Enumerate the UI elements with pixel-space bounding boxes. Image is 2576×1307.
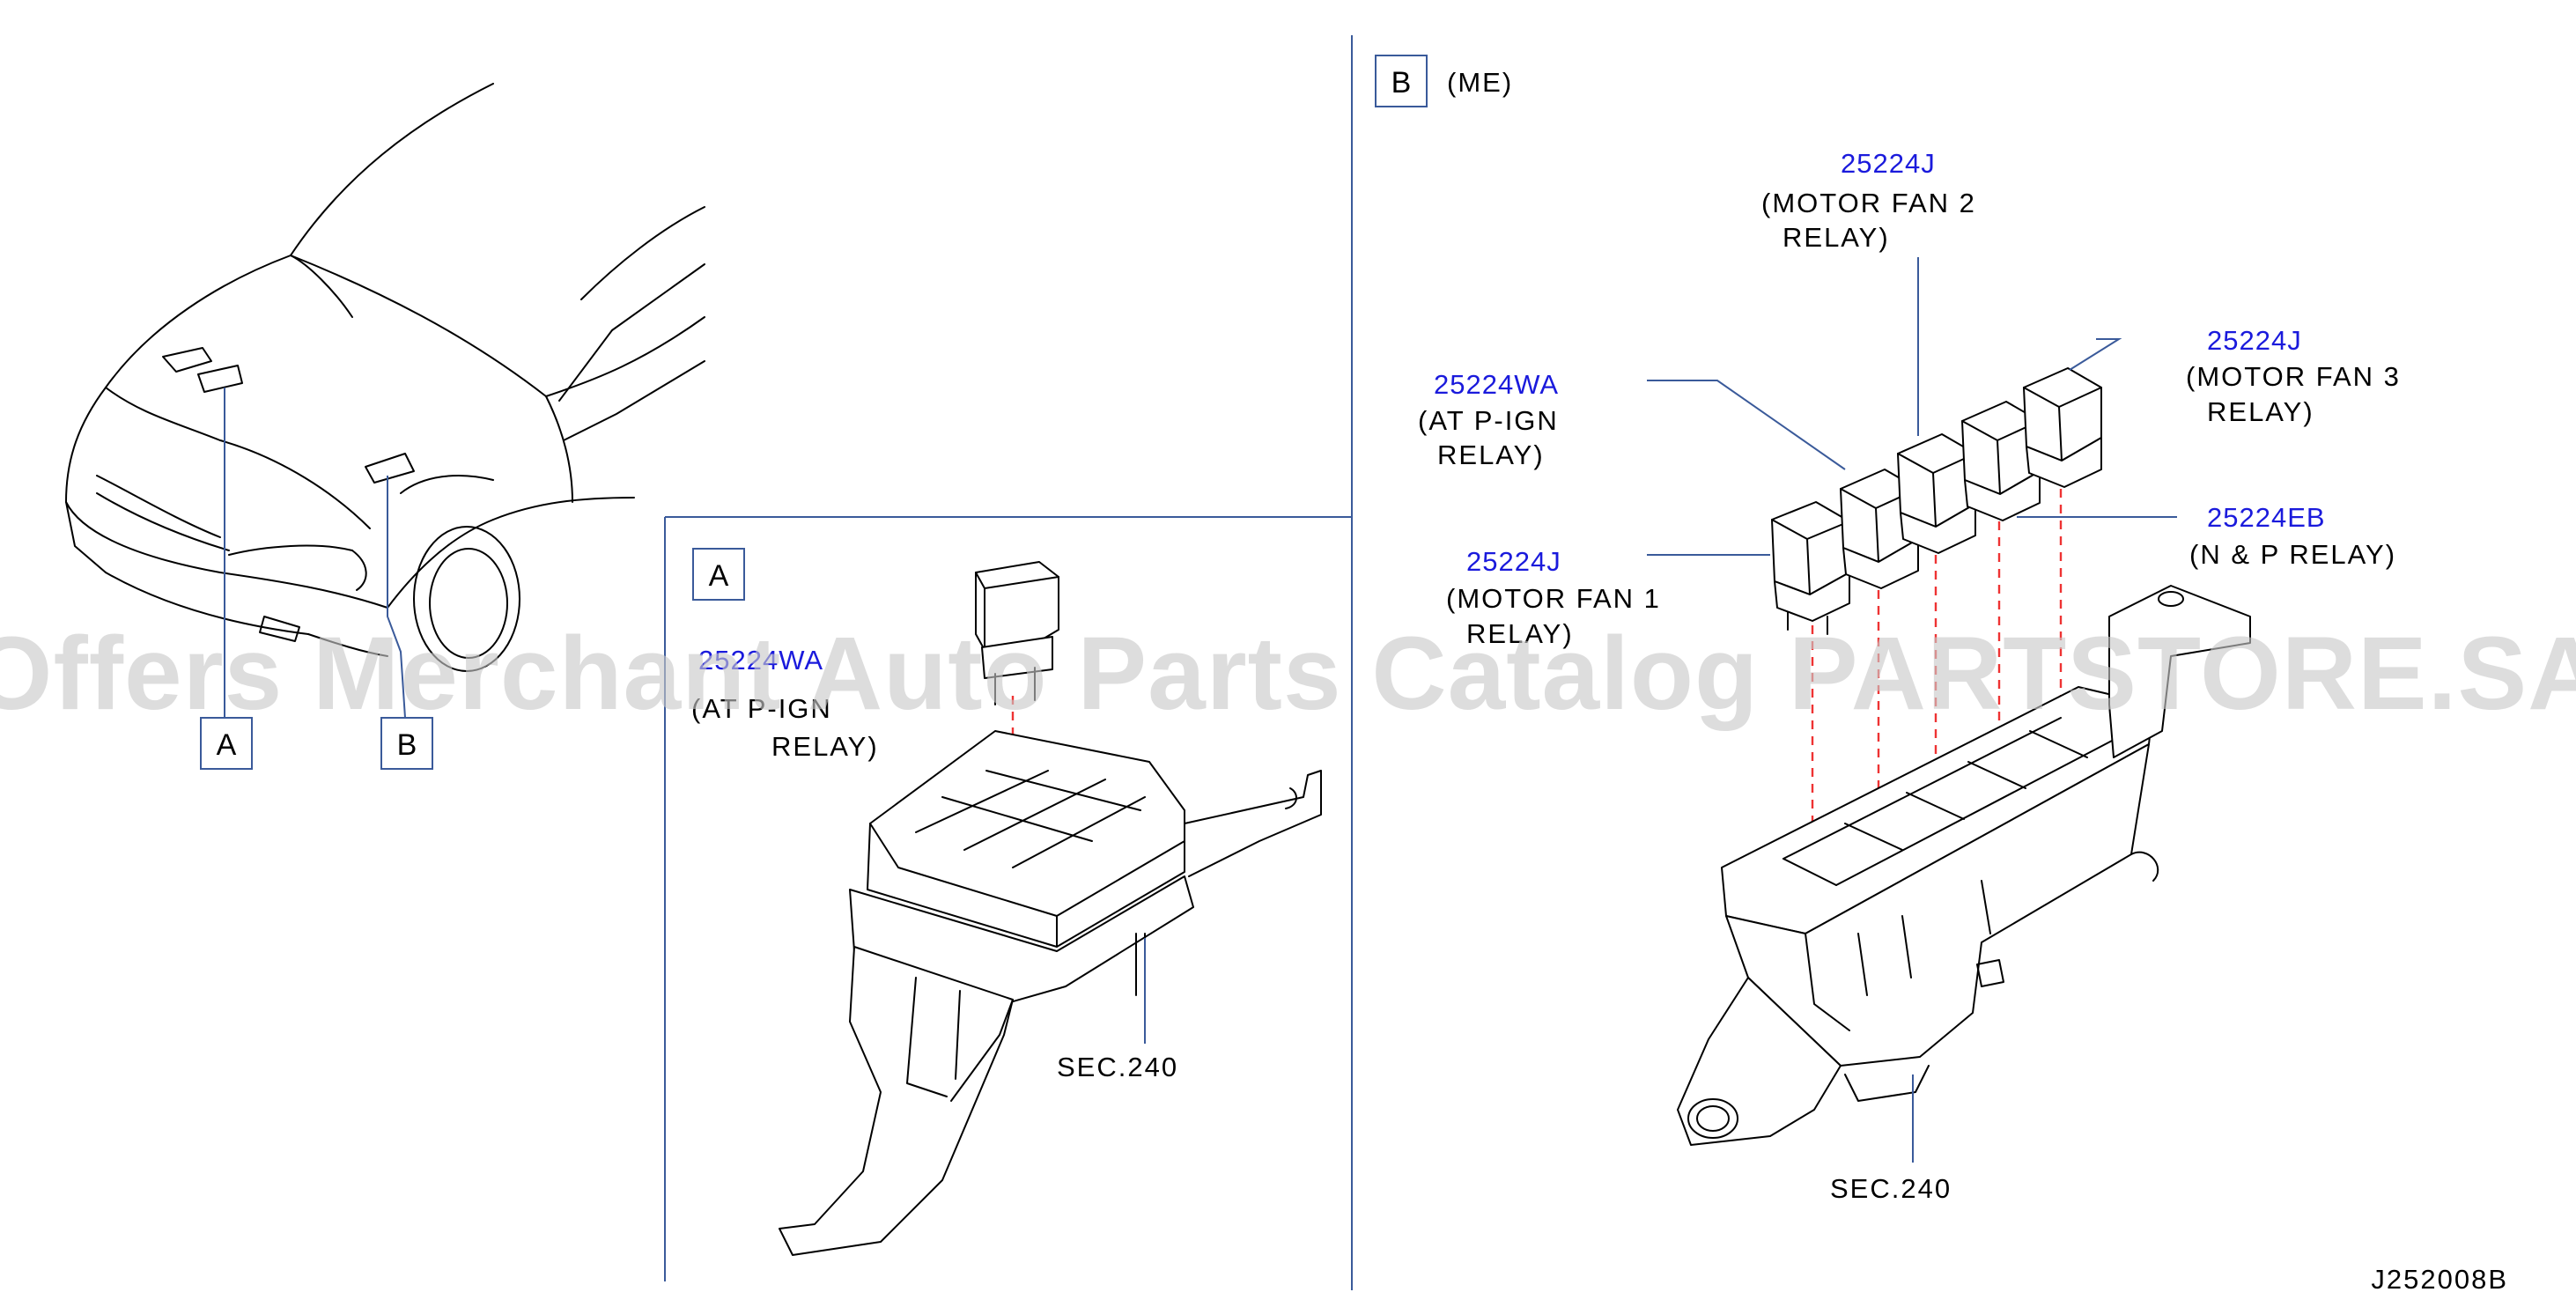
watermark: Offers Merchant Auto Parts Catalog PARTS…: [0, 616, 2576, 732]
svg-text:B: B: [1391, 66, 1412, 100]
svg-text:A: A: [709, 559, 729, 593]
motor-fan-3-line1: (MOTOR FAN 3: [2186, 361, 2401, 392]
svg-text:B: B: [397, 728, 417, 762]
relay-row-panel-b: [1771, 367, 2102, 635]
relay-box-panel-a: [779, 730, 1322, 1256]
panel-b-variant: (ME): [1447, 67, 1513, 98]
at-p-ign-line2: RELAY): [1437, 439, 1545, 470]
panel-a-desc-line1: (AT P-IGN: [691, 693, 832, 724]
relay-motor-fan-3: [2023, 367, 2102, 488]
diagram-code: J252008B: [2371, 1264, 2508, 1295]
n-p-relay-line1: (N & P RELAY): [2189, 539, 2396, 570]
panel-b-sec[interactable]: SEC.240: [1830, 1173, 1952, 1204]
motor-fan-1-part-number[interactable]: 25224J: [1466, 546, 1561, 577]
n-p-relay-part-number[interactable]: 25224EB: [2207, 502, 2326, 533]
motor-fan-3-part-number[interactable]: 25224J: [2207, 325, 2302, 356]
motor-fan-2-part-number[interactable]: 25224J: [1841, 148, 1936, 179]
at-p-ign-part-number[interactable]: 25224WA: [1434, 369, 1559, 400]
at-p-ign-relay-panel-a: [975, 561, 1059, 705]
leader-b: [387, 476, 406, 719]
motor-fan-2-line2: RELAY): [1783, 222, 1890, 253]
motor-fan-1-line1: (MOTOR FAN 1: [1446, 583, 1661, 614]
panel-b-label-box: B: [1375, 55, 1428, 107]
car-marker-a[interactable]: A: [200, 717, 253, 770]
relay-motor-fan-1: [1771, 501, 1850, 635]
panel-a-part-number[interactable]: 25224WA: [698, 645, 823, 676]
car-marker-b[interactable]: B: [380, 717, 433, 770]
motor-fan-1-line2: RELAY): [1466, 618, 1574, 649]
dash-lines-panel-b: [1811, 489, 2063, 868]
panel-a-label-box: A: [692, 548, 745, 601]
at-p-ign-line1: (AT P-IGN: [1418, 405, 1559, 436]
motor-fan-2-line1: (MOTOR FAN 2: [1761, 188, 1976, 218]
panel-a-desc-line2: RELAY): [771, 731, 879, 762]
svg-text:A: A: [217, 728, 237, 762]
panel-a-sec[interactable]: SEC.240: [1057, 1052, 1178, 1082]
leaders-panel-b: [1647, 257, 2177, 1163]
motor-fan-3-line2: RELAY): [2207, 396, 2314, 427]
car-overview-illustration: [65, 83, 705, 672]
relay-box-panel-b: [1677, 585, 2251, 1146]
